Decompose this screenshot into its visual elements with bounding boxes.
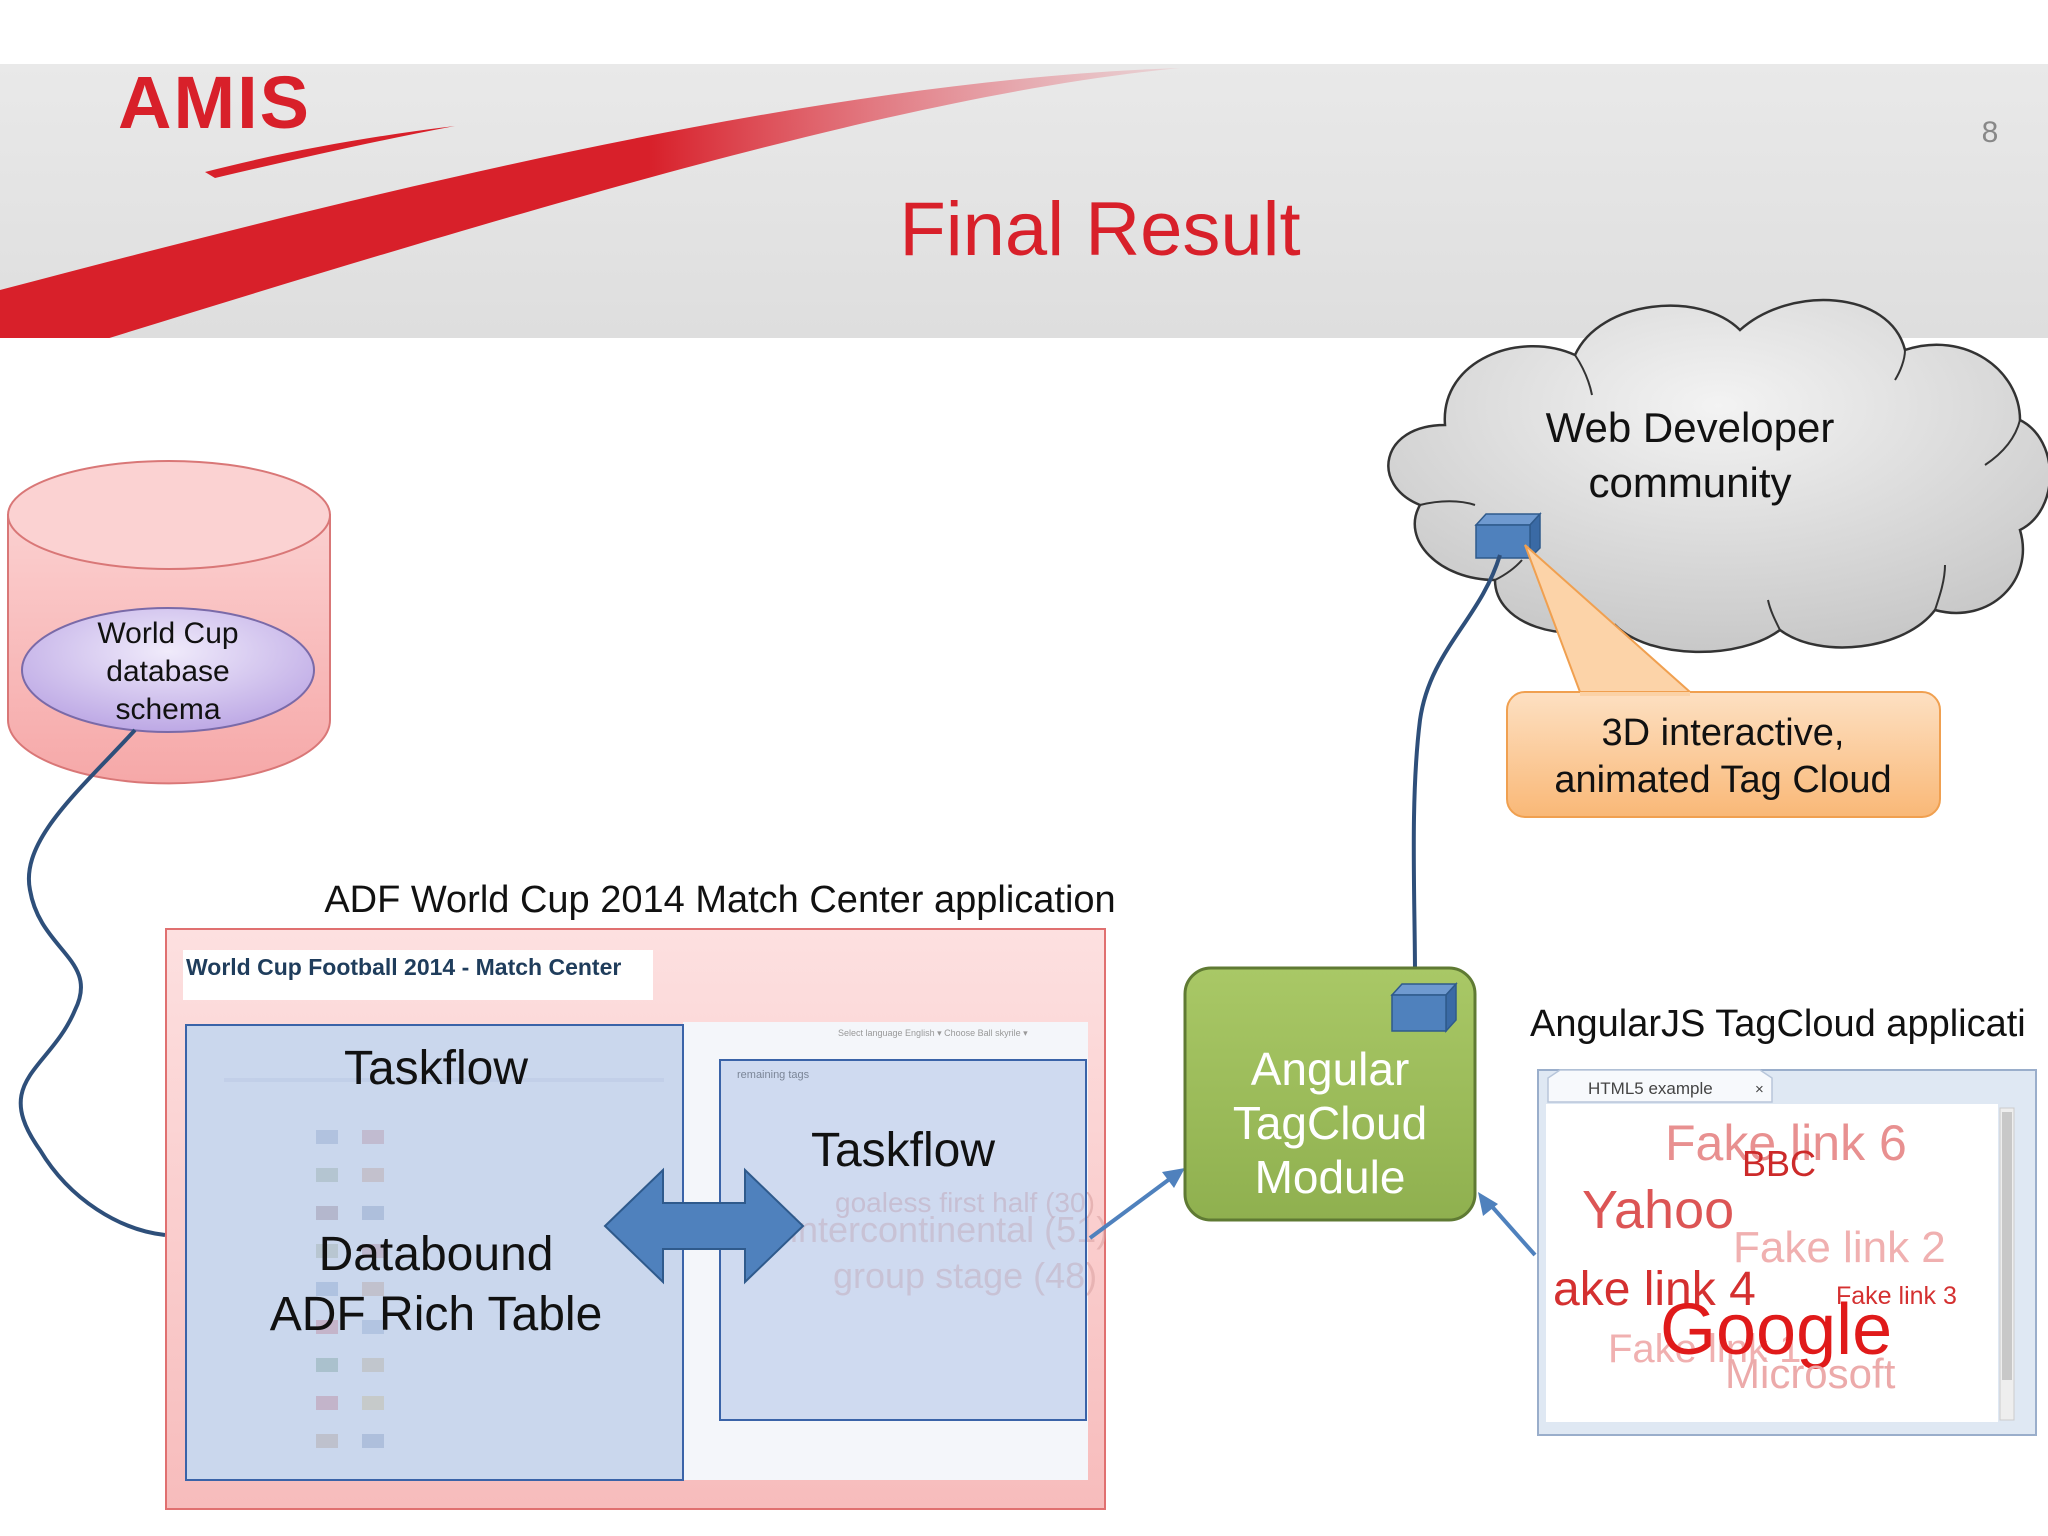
adf-app-screenshot: World Cup Football 2014 - Match Center S… <box>165 928 1108 1510</box>
slide-title: Final Result <box>899 187 1300 272</box>
angular-app-screenshot: HTML5 example × Fake link 6 BBC Yahoo Fa… <box>1537 1069 2037 1436</box>
callout-label-line-1: 3D interactive, <box>1602 712 1845 754</box>
cloud-module-cube-icon <box>1474 512 1542 560</box>
ng-tag-9[interactable]: Microsoft <box>1725 1350 1896 1397</box>
adf-tag-1: goaless first half (30) <box>835 1187 1095 1218</box>
ng-tag-7[interactable]: Google <box>1660 1290 1892 1370</box>
svg-text:Select language English ▾ Ch: Select language English ▾ Choose Ball sk… <box>838 1028 1028 1038</box>
left-taskflow-body-line-2: ADF Rich Table <box>270 1288 603 1341</box>
adf-to-module-arrow <box>1088 1173 1177 1240</box>
module-label-line-1: Angular <box>1251 1043 1410 1095</box>
db-label-line-1: World Cup <box>97 617 238 650</box>
browser-tab-label: HTML5 example <box>1588 1079 1713 1098</box>
module-label-line-3: Module <box>1255 1151 1406 1203</box>
amis-logo: AMIS <box>118 61 311 144</box>
db-label-line-2: database <box>106 655 229 688</box>
cloud-label-line-1: Web Developer <box>1546 404 1835 451</box>
double-arrow-icon <box>603 1167 805 1285</box>
angular-tagcloud-module: Angular TagCloud Module <box>1183 966 1477 1222</box>
header-band <box>0 64 2048 338</box>
ng-tag-6[interactable]: Fake link 3 <box>1836 1282 1957 1310</box>
left-taskflow-heading: Taskflow <box>344 1042 528 1095</box>
module-cube-icon <box>1390 982 1458 1033</box>
web-developer-cloud: Web Developer community <box>1387 298 2048 654</box>
angular-app-caption: AngularJS TagCloud applicati <box>1530 1003 2026 1045</box>
callout-label-line-2: animated Tag Cloud <box>1554 759 1891 801</box>
ng-tag-4[interactable]: Fake link 2 <box>1733 1223 1946 1272</box>
right-panel-header: remaining tags <box>737 1069 810 1081</box>
database-schema-ellipse: World Cup database schema <box>21 607 315 733</box>
right-taskflow-heading: Taskflow <box>811 1124 995 1177</box>
page-number: 8 <box>1982 116 1999 149</box>
adf-app-caption: ADF World Cup 2014 Match Center applicat… <box>324 879 1115 921</box>
ng-tag-8[interactable]: Fake link 1 <box>1608 1327 1801 1371</box>
angular-app-to-module-arrow <box>1486 1200 1537 1257</box>
adf-tag-3: group stage (48) <box>833 1255 1097 1296</box>
angular-tag-cloud: Fake link 6 BBC Yahoo Fake link 2 ake li… <box>1553 1115 1957 1397</box>
db-label-line-3: schema <box>115 693 220 726</box>
ng-tag-5[interactable]: ake link 4 <box>1553 1263 1756 1316</box>
adf-app-title: World Cup Football 2014 - Match Center <box>186 954 621 980</box>
cloud-to-module-connector <box>1411 554 1502 976</box>
adf-tag-2: intercontinental (51) <box>790 1209 1108 1250</box>
module-label-line-2: TagCloud <box>1233 1097 1427 1149</box>
tag-cloud-callout: 3D interactive, animated Tag Cloud <box>1506 544 1941 818</box>
db-connector <box>18 728 166 1237</box>
left-taskflow-body-line-1: Databound <box>319 1228 554 1281</box>
ng-tag-1[interactable]: Fake link 6 <box>1665 1115 1907 1171</box>
logo-swoosh <box>205 126 455 178</box>
close-icon[interactable]: × <box>1755 1081 1764 1098</box>
ng-tag-2[interactable]: BBC <box>1742 1143 1816 1184</box>
ng-tag-3[interactable]: Yahoo <box>1582 1180 1734 1240</box>
browser-tab[interactable] <box>1547 1069 1773 1103</box>
left-taskflow-panel: Taskflow Databound ADF Rich Table <box>185 1024 684 1481</box>
cloud-label-line-2: community <box>1588 459 1791 506</box>
